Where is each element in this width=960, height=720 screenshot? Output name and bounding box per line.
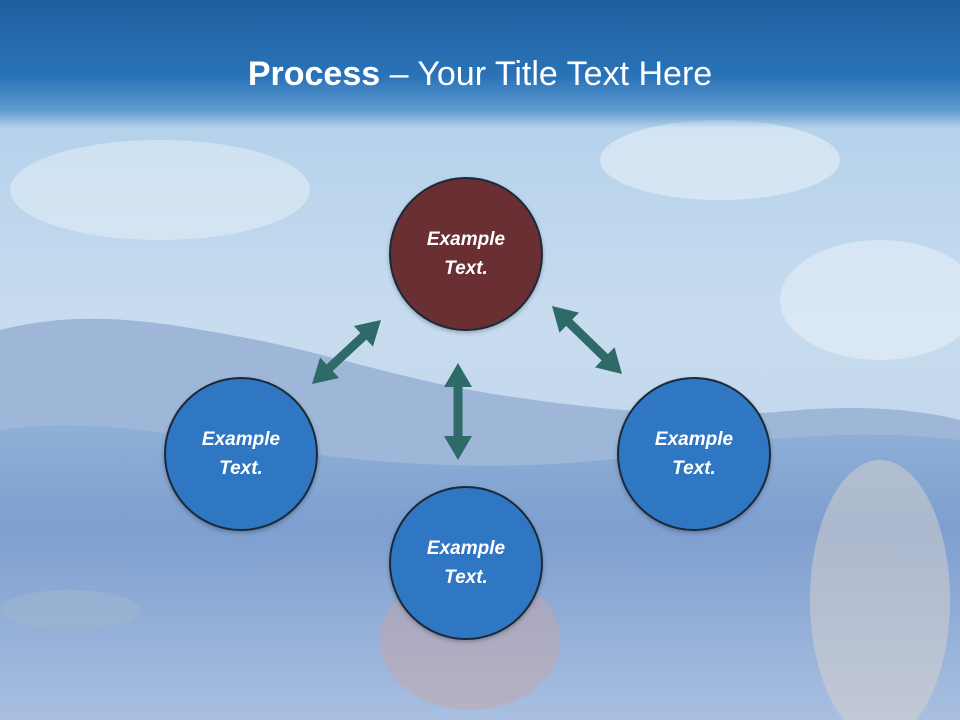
process-node-top: Example Text. xyxy=(389,177,543,331)
node-top-text: Example Text. xyxy=(426,229,506,279)
process-node-right: Example Text. xyxy=(617,377,771,531)
arrow-top-left xyxy=(312,320,381,384)
slide-title-bold: Process xyxy=(247,55,381,93)
slide-title-rest: – Your Title Text Here xyxy=(380,55,713,93)
process-node-bottom: Example Text. xyxy=(389,486,543,640)
node-left-text: Example Text. xyxy=(201,429,281,479)
slide-title: Process – Your Title Text Here xyxy=(0,52,960,96)
arrow-top-right xyxy=(552,306,622,374)
arrow-top-bottom xyxy=(444,363,472,460)
process-node-left: Example Text. xyxy=(164,377,318,531)
node-right-text: Example Text. xyxy=(654,429,734,479)
title-band xyxy=(0,0,960,128)
node-bottom-text: Example Text. xyxy=(426,538,506,588)
